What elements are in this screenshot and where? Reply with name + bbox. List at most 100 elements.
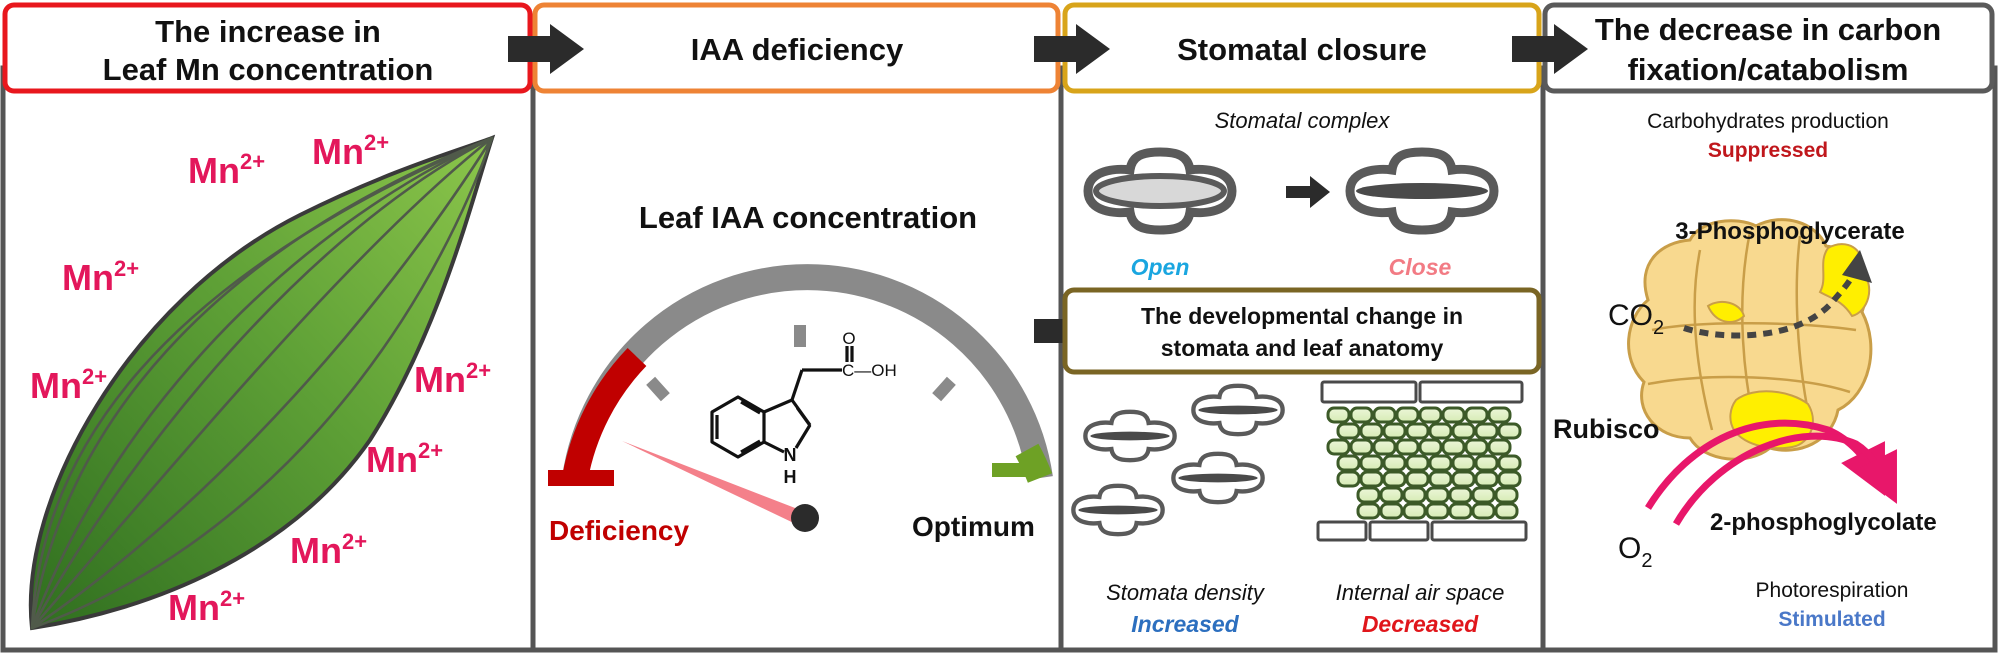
mesophyll-cell xyxy=(1474,422,1499,440)
stomata-arrow-icon xyxy=(1286,176,1330,208)
panel-carbon-title-2: fixation/catabolism xyxy=(1628,52,1909,87)
mesophyll-cell xyxy=(1425,502,1450,520)
mesophyll-cell xyxy=(1372,438,1397,456)
gauge-needle-pivot xyxy=(791,504,819,532)
mesophyll-cell xyxy=(1356,486,1381,504)
mesophyll-cell xyxy=(1349,406,1374,424)
mesophyll-cell xyxy=(1448,486,1473,504)
rubisco-protein-icon xyxy=(1627,218,1873,461)
mesophyll-cell xyxy=(1395,406,1420,424)
mesophyll-cell xyxy=(1349,438,1374,456)
gauge-tick xyxy=(646,376,670,402)
mesophyll-cell xyxy=(1379,486,1404,504)
mesophyll-cell xyxy=(1497,422,1522,440)
molecule-carbonyl-label: O xyxy=(842,329,855,348)
o2-arrow-2 xyxy=(1672,432,1897,526)
mesophyll-cell xyxy=(1379,502,1404,520)
mesophyll-cell xyxy=(1474,454,1499,472)
co2-arrow-head-icon xyxy=(1842,250,1872,283)
mn-ion-label: Mn2+ xyxy=(188,149,265,191)
o2-label: O2 xyxy=(1618,532,1652,572)
mn-ion-label: Mn2+ xyxy=(312,130,389,172)
arrow-right-icon-3 xyxy=(1512,24,1588,74)
mesophyll-cell xyxy=(1336,454,1361,472)
gauge-needle xyxy=(622,441,808,526)
mesophyll-cell xyxy=(1405,454,1430,472)
mesophyll-cell xyxy=(1326,438,1351,456)
mesophyll-cell xyxy=(1464,406,1489,424)
stomata-density-label: Stomata density xyxy=(1106,580,1266,605)
arrow-right-icon-2 xyxy=(1034,24,1110,74)
mesophyll-cell xyxy=(1428,422,1453,440)
mesophyll-cell xyxy=(1441,406,1466,424)
mesophyll-cell xyxy=(1497,454,1522,472)
mesophyll-cell xyxy=(1382,470,1407,488)
mesophyll-cell xyxy=(1359,422,1384,440)
mn-ion-labels: Mn2+ Mn2+ Mn2+ Mn2+ Mn2+ Mn2+ Mn2+ Mn2+ xyxy=(30,130,491,628)
mesophyll-cell xyxy=(1372,406,1397,424)
mesophyll-cell xyxy=(1359,454,1384,472)
product-2pg-label: 2-phosphoglycolate xyxy=(1710,509,1937,536)
mesophyll-cell xyxy=(1326,406,1351,424)
gauge-low-segment xyxy=(562,347,647,481)
gauge-tick xyxy=(932,376,956,402)
mesophyll-cell xyxy=(1494,502,1519,520)
carbohydrates-value: Suppressed xyxy=(1708,139,1828,162)
mesophyll-cell xyxy=(1494,486,1519,504)
panel-mn-title-1: The increase in xyxy=(155,14,381,49)
mesophyll-cell xyxy=(1451,454,1476,472)
mesophyll-cell xyxy=(1418,438,1443,456)
panel-stomata-title: Stomatal closure xyxy=(1177,32,1427,67)
gauge-low-label: Deficiency xyxy=(549,515,689,546)
panel-mn-title-2: Leaf Mn concentration xyxy=(103,52,434,87)
mesophyll-cell xyxy=(1428,454,1453,472)
mesophyll-cell xyxy=(1471,486,1496,504)
panel-carbon-title-1: The decrease in carbon xyxy=(1595,12,1941,47)
mn-ion-label: Mn2+ xyxy=(414,358,491,400)
mesophyll-cell xyxy=(1451,422,1476,440)
photorespiration-value: Stimulated xyxy=(1778,608,1885,631)
mesophyll-cell xyxy=(1487,438,1512,456)
mesophyll-cell xyxy=(1336,470,1361,488)
gauge-high-label: Optimum xyxy=(912,511,1035,542)
gauge-tick xyxy=(794,325,806,347)
mesophyll-cell xyxy=(1471,502,1496,520)
mn-ion-label: Mn2+ xyxy=(366,438,443,480)
iaa-gauge xyxy=(548,264,1053,532)
mn-ion-label: Mn2+ xyxy=(30,364,107,406)
mesophyll-cell xyxy=(1382,454,1407,472)
mesophyll-cell xyxy=(1418,406,1443,424)
mesophyll-cell xyxy=(1451,470,1476,488)
carbohydrates-label: Carbohydrates production xyxy=(1647,110,1889,133)
mesophyll-cell xyxy=(1336,422,1361,440)
arrow-right-icon-1 xyxy=(508,24,584,74)
mesophyll-cell xyxy=(1405,422,1430,440)
mesophyll-cell xyxy=(1474,470,1499,488)
mesophyll-cell xyxy=(1448,502,1473,520)
mesophyll-cell xyxy=(1497,470,1522,488)
airspace-value: Decreased xyxy=(1362,611,1479,637)
mesophyll-cell xyxy=(1356,502,1381,520)
mesophyll-cell xyxy=(1405,470,1430,488)
gauge-title: Leaf IAA concentration xyxy=(639,200,977,235)
product-3pg-label: 3-Phosphoglycerate xyxy=(1675,218,1904,245)
rubisco-label: Rubisco xyxy=(1553,414,1660,444)
mesophyll-cell xyxy=(1402,502,1427,520)
stoma-close-label: Close xyxy=(1389,254,1452,280)
mesophyll-cell xyxy=(1402,486,1427,504)
mesophyll-cell xyxy=(1395,438,1420,456)
mesophyll-cell xyxy=(1359,470,1384,488)
stoma-open-label: Open xyxy=(1131,254,1190,280)
stomata-density-value: Increased xyxy=(1131,611,1239,637)
mesophyll-cell xyxy=(1487,406,1512,424)
molecule-hydrogen-label: H xyxy=(784,467,797,487)
leaf-anatomy-icon xyxy=(1316,380,1528,542)
molecule-acid-label: C—OH xyxy=(842,361,897,380)
mn-ion-label: Mn2+ xyxy=(168,586,245,628)
development-text-1: The developmental change in xyxy=(1141,303,1463,329)
mesophyll-cell xyxy=(1464,438,1489,456)
gauge-low-cap xyxy=(548,470,614,486)
mesophyll-cell xyxy=(1382,422,1407,440)
